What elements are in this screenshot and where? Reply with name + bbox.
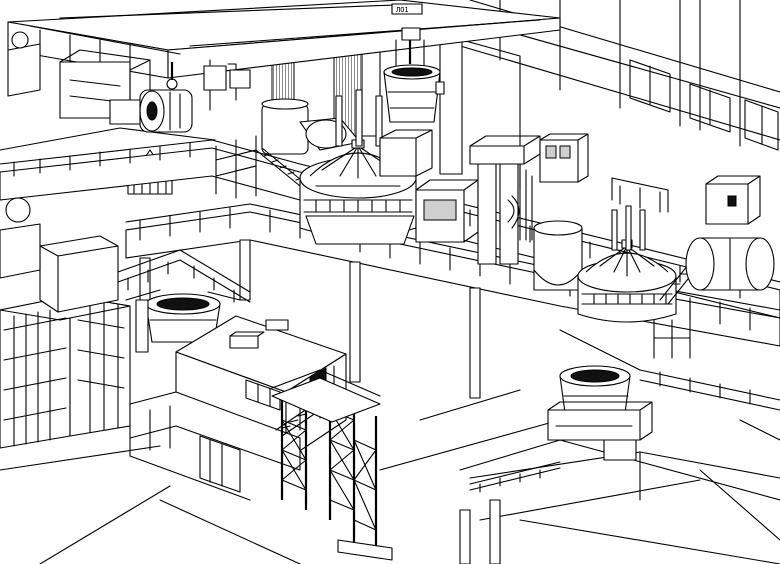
ladle-furnace-3 (117, 249, 251, 353)
wall-windows (629, 59, 779, 151)
crane-nameplate: ЛО1 (391, 3, 423, 15)
hanging-ladle (383, 27, 445, 123)
gas-duct-cylinder (685, 237, 775, 291)
ladle-furnace-2 (533, 175, 775, 359)
central-control-building (129, 315, 347, 501)
crane-plate-text: ЛО1 (396, 6, 409, 14)
shop-floor (0, 329, 780, 564)
overhead-crane: ЛО1 (7, 0, 561, 195)
ladle-furnace-1 (215, 89, 479, 245)
left-control-building (0, 197, 131, 449)
crane-motor (109, 89, 193, 133)
central-tower (469, 133, 589, 265)
foreground-steel-structure (271, 369, 393, 561)
ladle-car (547, 365, 653, 461)
